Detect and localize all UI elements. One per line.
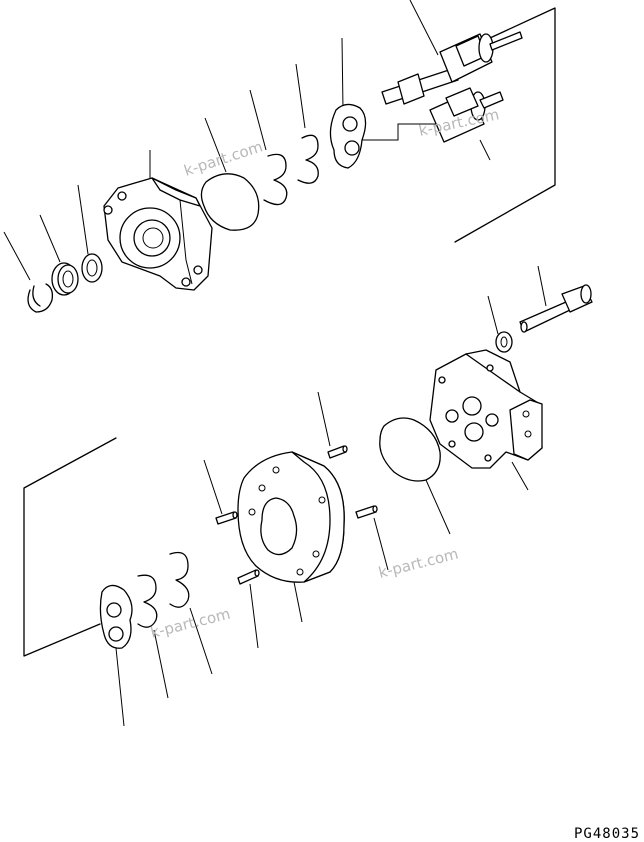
bushing-plate-bottom [99, 584, 133, 727]
bushing-plate-top [329, 37, 367, 169]
c-ring-bottom-b [137, 574, 169, 699]
bottom-bracket-line [23, 437, 117, 657]
dowel-pin-d [237, 569, 260, 649]
dowel-pin-b [203, 459, 238, 525]
gear-housing [237, 451, 345, 623]
front-cover [103, 150, 213, 291]
driven-gear [429, 87, 504, 161]
top-bracket-line [454, 7, 556, 243]
top-assembly [3, 0, 556, 313]
bottom-assembly [23, 265, 593, 727]
c-ring-bottom-a [169, 551, 213, 675]
gasket-bottom [379, 417, 451, 535]
drive-shaft-gear [381, 0, 523, 105]
washer [77, 184, 103, 283]
snap-ring [3, 231, 54, 313]
watermark-text: k-part.com [377, 545, 461, 582]
drawing-code: PG48035 [574, 826, 640, 842]
gasket-top [200, 117, 260, 231]
rear-cover [429, 349, 543, 491]
c-ring-top-b [249, 89, 288, 206]
bolt [519, 265, 593, 333]
bolt-washer [487, 295, 513, 353]
dowel-pin-a [317, 391, 348, 459]
dowel-pin-c [355, 505, 389, 571]
watermark-text: k-part.com [182, 137, 265, 179]
shaft-axis-line [360, 123, 440, 141]
c-ring-top-a [295, 63, 319, 184]
needle-bearing [39, 214, 79, 296]
